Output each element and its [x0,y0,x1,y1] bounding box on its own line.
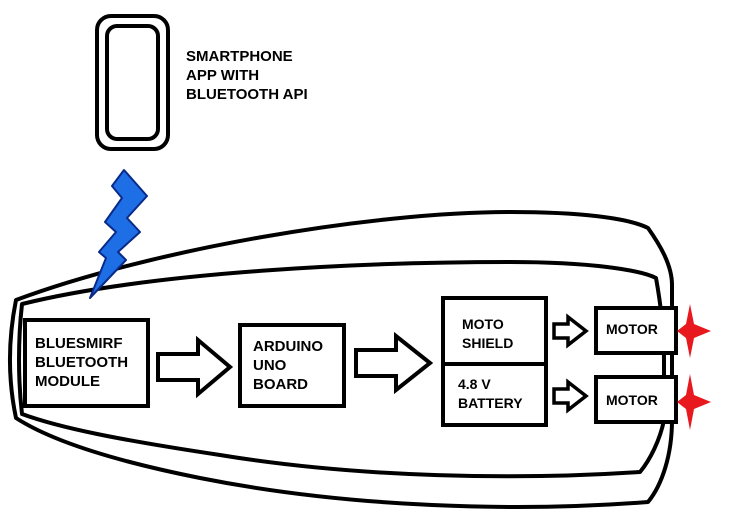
arduino-label: ARDUINO UNO BOARD [253,338,327,393]
moto-shield-line-2: SHIELD [462,335,513,351]
battery-label: 4.8 V BATTERY [458,376,523,411]
arrow-right-icon [156,335,234,399]
bluesmirf-line-1: BLUESMIRF [35,335,123,352]
arrow-right-icon [354,331,434,395]
battery-line-2: BATTERY [458,395,523,411]
hull-outer [8,210,674,509]
propeller-top-icon [677,304,711,358]
battery-line-1: 4.8 V [458,376,491,392]
arrow-right-icon [552,378,589,414]
bluetooth-lightning-icon [89,169,148,299]
motor-bottom-block [594,375,678,424]
phone-body [95,14,170,151]
hull-outline [8,210,674,509]
phone-screen [105,24,160,141]
motor-top-label: MOTOR [606,321,658,337]
phone-label-line-2: APP WITH [186,67,259,84]
arduino-block [238,323,346,408]
hull-inner [17,260,666,479]
moto-shield-label: MOTO SHIELD [462,316,513,351]
smartphone-icon [95,14,170,151]
bluesmirf-line-3: MODULE [35,373,100,390]
arduino-line-2: UNO [253,357,287,374]
motor-bottom-label: MOTOR [606,392,658,408]
phone-label-line-3: BLUETOOTH API [186,86,308,103]
bluesmirf-label: BLUESMIRF BLUETOOTH MODULE [35,335,132,390]
phone-label-line-1: SMARTPHONE [186,48,293,65]
bluesmirf-block [23,318,150,408]
phone-label: SMARTPHONE APP WITH BLUETOOTH API [186,48,308,103]
bluesmirf-line-2: BLUETOOTH [35,354,128,371]
battery-block [441,362,548,427]
arrow-right-icon [552,313,589,349]
moto-shield-line-1: MOTO [462,316,504,332]
arduino-line-3: BOARD [253,376,308,393]
motor-top-block [594,306,678,355]
propeller-bottom-icon [677,374,711,430]
arduino-line-1: ARDUINO [253,338,323,355]
